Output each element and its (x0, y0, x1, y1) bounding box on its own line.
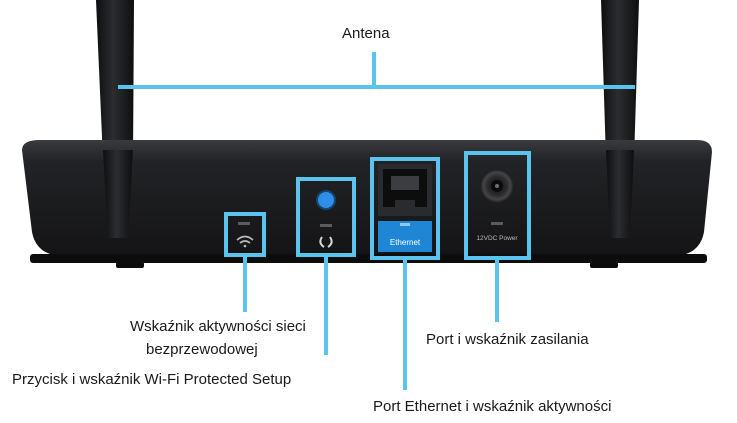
wireless-led (238, 222, 250, 225)
router-body (22, 140, 712, 268)
antenna-label: Antena (342, 25, 390, 42)
ethernet-port[interactable] (378, 164, 432, 252)
wifi-icon (236, 235, 254, 248)
wps-icon (319, 236, 333, 248)
wps-button[interactable] (316, 190, 336, 210)
ethernet-led (400, 223, 410, 226)
power-jack-icon[interactable] (480, 169, 514, 203)
ethernet-callout (370, 157, 440, 390)
wps-callout (296, 177, 356, 355)
wps-label: Przycisk i wskaźnik Wi-Fi Protected Setu… (12, 371, 292, 388)
ethernet-label: Port Ethernet i wskaźnik aktywności (373, 398, 612, 415)
wireless-indicator-label-line2: bezprzewodowej (146, 341, 258, 358)
antenna-callout (118, 52, 635, 89)
power-port-label: 12VDC Power (476, 235, 518, 242)
wireless-indicator-label: Wskaźnik aktywności sieci (130, 318, 306, 335)
wireless-callout (224, 212, 266, 312)
wps-led (320, 224, 332, 227)
ethernet-port-label: Ethernet (390, 238, 421, 247)
antenna-right (601, 0, 639, 160)
power-callout (464, 151, 531, 322)
power-label: Port i wskaźnik zasilania (426, 331, 589, 348)
antenna-left (96, 0, 134, 160)
power-led (491, 222, 503, 225)
